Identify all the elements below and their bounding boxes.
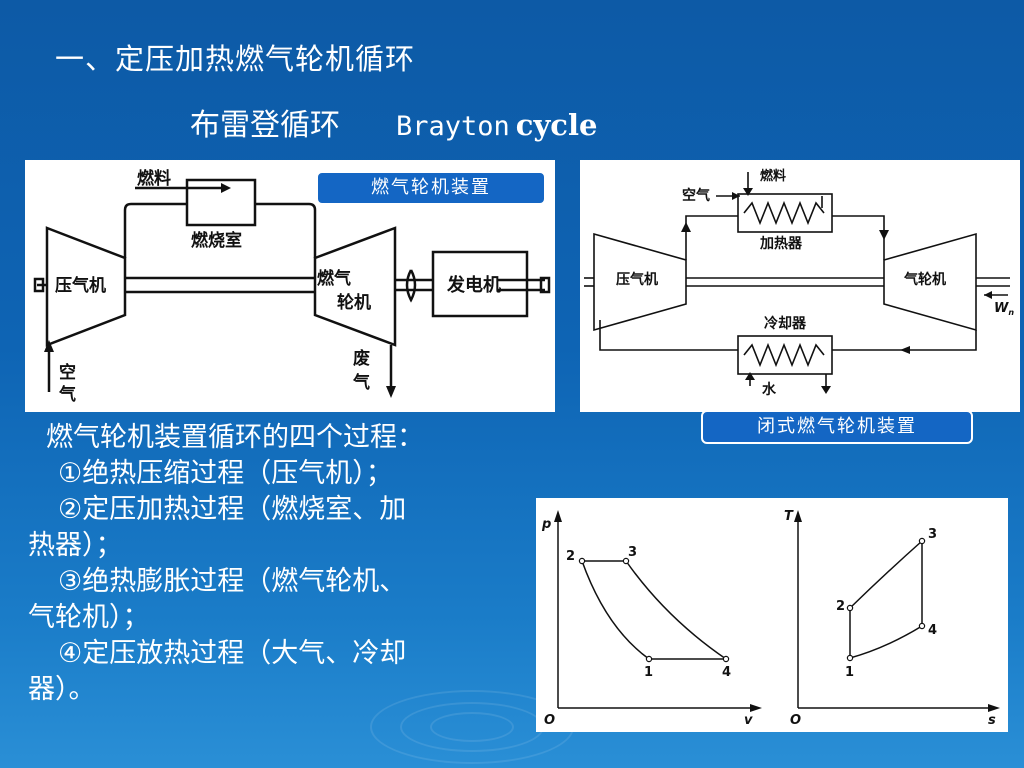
pv-point-3: 3 bbox=[628, 545, 637, 560]
process-heading: 燃气轮机装置循环的四个过程： bbox=[46, 422, 424, 453]
open-gas-turbine-diagram: 燃料 燃烧室 压气机 燃气 轮机 发电机 空 气 废 气 bbox=[25, 160, 555, 412]
process-4-line2: 器）。 bbox=[28, 674, 96, 705]
turbine-label-line1: 燃气 bbox=[317, 268, 351, 289]
process-list: 燃气轮机装置循环的四个过程： ①绝热压缩过程（压气机）； ②定压加热过程（燃烧室… bbox=[28, 420, 518, 708]
ts-point-4: 4 bbox=[928, 623, 937, 638]
subtitle-english-brayton: Brayton bbox=[396, 111, 510, 142]
pv-point-1: 1 bbox=[644, 665, 653, 680]
exhaust-label-2: 气 bbox=[352, 372, 370, 393]
process-2-line2: 热器）； bbox=[28, 530, 123, 561]
subtitle-chinese: 布雷登循环 bbox=[190, 108, 340, 143]
pv-origin-label: O bbox=[544, 713, 555, 728]
pv-point-2: 2 bbox=[566, 549, 575, 564]
ts-heat-rejection bbox=[849, 625, 923, 659]
pv-expansion-curve bbox=[625, 560, 727, 660]
ts-heat-addition bbox=[849, 540, 923, 609]
pv-compression-curve bbox=[581, 560, 650, 660]
air-label-1: 空 bbox=[59, 362, 76, 383]
open-cycle-badge: 燃气轮机装置 bbox=[316, 171, 546, 205]
open-cycle-schematic: 燃料 燃烧室 压气机 燃气 轮机 发电机 空 气 废 气 bbox=[33, 168, 551, 405]
turbine-label-line2: 轮机 bbox=[337, 292, 371, 313]
combustor-box bbox=[185, 178, 257, 227]
closed-turbine-label: 气轮机 bbox=[903, 271, 946, 288]
closed-cycle-schematic: 燃料 空气 加热器 压气机 气轮机 冷却器 水 Wn bbox=[584, 168, 1014, 398]
slide-title: 一、定压加热燃气轮机循环 bbox=[55, 42, 416, 76]
water-label: 水 bbox=[762, 381, 777, 398]
process-4-line1: ④定压放热过程（大气、冷却 bbox=[58, 638, 407, 669]
closed-fuel-label: 燃料 bbox=[760, 168, 786, 184]
pv-point-4: 4 bbox=[722, 665, 731, 680]
ts-x-label: s bbox=[988, 713, 996, 728]
process-1: ①绝热压缩过程（压气机）； bbox=[58, 458, 393, 489]
heater-label: 加热器 bbox=[759, 235, 803, 252]
compressor-shape bbox=[45, 226, 127, 347]
generator-label: 发电机 bbox=[446, 274, 501, 296]
cooler-box bbox=[737, 335, 833, 375]
process-3-line1: ③绝热膨胀过程（燃气轮机、 bbox=[58, 566, 407, 597]
pv-y-label: p bbox=[541, 517, 551, 532]
turbine-shape bbox=[313, 226, 397, 347]
fuel-label: 燃料 bbox=[137, 168, 171, 189]
ts-point-2: 2 bbox=[836, 599, 845, 614]
decorative-ripple bbox=[430, 712, 514, 742]
cooler-label: 冷却器 bbox=[764, 315, 807, 332]
compressor-shape bbox=[593, 232, 687, 332]
subtitle-english-cycle: cycle bbox=[515, 108, 598, 142]
ts-y-label: T bbox=[784, 509, 794, 524]
combustor-label: 燃烧室 bbox=[191, 230, 242, 251]
pv-x-label: v bbox=[744, 713, 753, 728]
closed-compressor-label: 压气机 bbox=[616, 271, 658, 288]
ts-point-1: 1 bbox=[845, 665, 854, 680]
thermodynamic-diagrams: p v O 2 3 1 4 T s O 2 3 4 1 bbox=[536, 498, 1008, 732]
exhaust-label-1: 废 bbox=[353, 348, 370, 369]
ts-origin-label: O bbox=[790, 713, 801, 728]
closed-gas-turbine-diagram: 燃料 空气 加热器 压气机 气轮机 冷却器 水 Wn bbox=[580, 160, 1020, 412]
generator-box bbox=[431, 250, 529, 318]
work-label: Wn bbox=[994, 301, 1014, 317]
pv-ts-diagrams: p v O 2 3 1 4 T s O 2 3 4 1 bbox=[541, 509, 1000, 728]
compressor-label: 压气机 bbox=[55, 275, 106, 296]
closed-cycle-badge: 闭式燃气轮机装置 bbox=[701, 410, 973, 444]
ts-point-3: 3 bbox=[928, 527, 937, 542]
closed-air-label: 空气 bbox=[682, 187, 710, 204]
process-3-line2: 气轮机）； bbox=[28, 602, 150, 633]
heater-box bbox=[737, 193, 833, 233]
air-label-2: 气 bbox=[58, 384, 76, 405]
process-2-line1: ②定压加热过程（燃烧室、加 bbox=[58, 494, 407, 525]
